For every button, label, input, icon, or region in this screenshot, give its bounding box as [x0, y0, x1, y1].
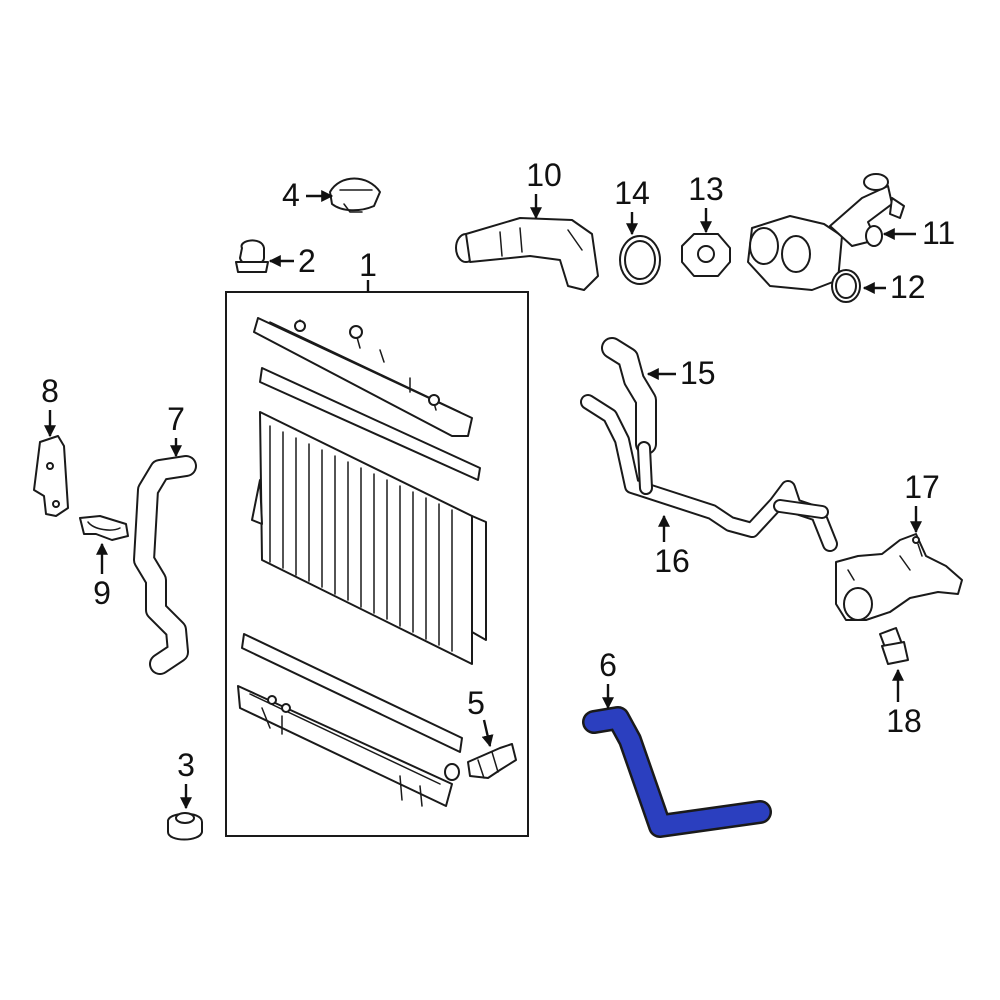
callout-label-8: 8 — [41, 373, 59, 409]
callout-6: 6 — [599, 647, 617, 710]
callout-3: 3 — [177, 747, 195, 810]
radiator-lower-seal — [241, 633, 463, 753]
water-bypass-pipe[interactable] — [580, 394, 838, 552]
radiator-upper-seal — [259, 367, 481, 481]
callout-label-7: 7 — [167, 401, 185, 437]
radiator-assembly-group[interactable] — [225, 291, 529, 837]
callout-label-3: 3 — [177, 747, 195, 783]
callout-14: 14 — [614, 175, 650, 236]
thermostat-gasket[interactable] — [619, 235, 661, 285]
lower-radiator-hose-highlighted[interactable] — [582, 706, 772, 838]
callout-4: 4 — [282, 177, 334, 213]
callout-15: 15 — [646, 355, 716, 391]
callout-1: 1 — [359, 247, 377, 292]
callout-10: 10 — [526, 157, 562, 220]
callout-5: 5 — [467, 685, 494, 748]
callout-label-17: 17 — [904, 469, 940, 505]
callout-17: 17 — [904, 469, 940, 534]
callout-label-4: 4 — [282, 177, 300, 213]
upper-radiator-hose[interactable] — [133, 455, 197, 675]
callout-2: 2 — [268, 243, 316, 279]
mount-bushing-lower[interactable] — [167, 812, 203, 841]
callout-18: 18 — [886, 668, 922, 739]
callout-label-15: 15 — [680, 355, 716, 391]
mount-bushing-upper[interactable] — [235, 239, 269, 273]
support-bracket[interactable] — [33, 435, 69, 517]
radiator-lower-tank — [237, 685, 453, 807]
callout-label-18: 18 — [886, 703, 922, 739]
callout-label-2: 2 — [298, 243, 316, 279]
callout-label-6: 6 — [599, 647, 617, 683]
callout-label-13: 13 — [688, 171, 724, 207]
water-inlet-housing[interactable] — [835, 533, 963, 621]
callout-label-10: 10 — [526, 157, 562, 193]
outlet-seal-ring[interactable] — [831, 269, 861, 303]
water-outlet-housing[interactable] — [747, 173, 905, 291]
callout-label-14: 14 — [614, 175, 650, 211]
water-inlet-pipe[interactable] — [455, 217, 599, 291]
callout-label-12: 12 — [890, 269, 926, 305]
callout-label-5: 5 — [467, 685, 485, 721]
callout-9: 9 — [93, 542, 111, 611]
drain-cock[interactable] — [444, 743, 517, 781]
bypass-hose[interactable] — [601, 337, 657, 455]
temperature-sensor[interactable] — [879, 627, 909, 665]
callout-label-16: 16 — [654, 543, 690, 579]
thermostat[interactable] — [681, 233, 731, 277]
callout-12: 12 — [862, 269, 926, 305]
leader-5 — [481, 719, 494, 748]
callout-13: 13 — [688, 171, 724, 234]
radiator-cap[interactable] — [329, 177, 381, 213]
callout-label-9: 9 — [93, 575, 111, 611]
callout-8: 8 — [41, 373, 59, 438]
callout-label-11: 11 — [922, 215, 955, 251]
callout-label-1: 1 — [359, 247, 377, 283]
callout-7: 7 — [167, 401, 185, 458]
callout-16: 16 — [654, 514, 690, 579]
hose-clip[interactable] — [79, 515, 129, 541]
callout-11: 11 — [882, 215, 955, 251]
